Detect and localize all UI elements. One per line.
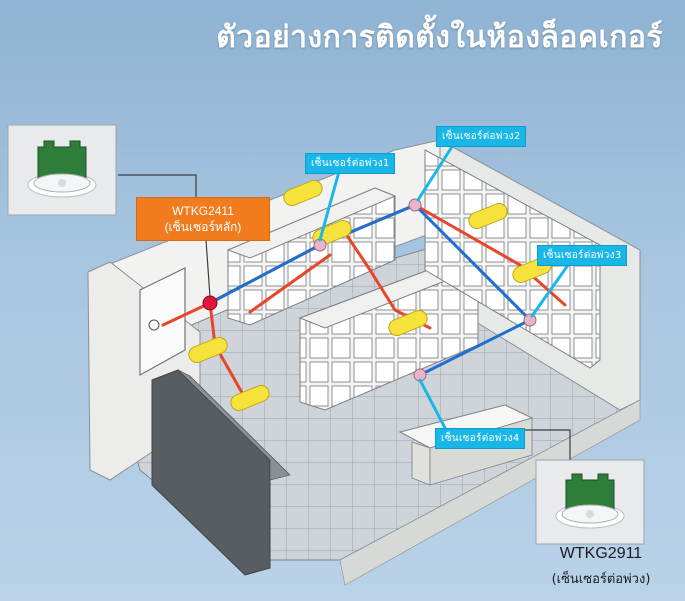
main-sensor-caption: (เซ็นเซอร์หลัก) [164, 220, 242, 234]
slave-sensor-tag-1: เซ็นเซอร์ต่อพ่วง1 [305, 153, 396, 174]
light-fixture [283, 180, 323, 206]
light-fixture [188, 337, 228, 363]
slave-sensor-photo [535, 459, 645, 545]
slave-sensor-tag-3: เซ็นเซอร์ต่อพ่วง3 [537, 245, 628, 266]
signal-wiring [208, 203, 532, 377]
slave-sensor-node-2 [408, 198, 422, 212]
light-fixtures [188, 180, 552, 411]
main-sensor-model: WTKG2411 [172, 204, 234, 218]
main-sensor-node [202, 295, 218, 311]
main-sensor-photo [7, 124, 117, 216]
right-partition [339, 399, 641, 586]
slave-sensor-node-3 [523, 313, 537, 327]
slave-sensor-tag-2: เซ็นเซอร์ต่อพ่วง2 [436, 126, 527, 147]
light-fixture [230, 385, 270, 411]
main-sensor-label: WTKG2411 (เซ็นเซอร์หลัก) [136, 197, 270, 241]
slave-product-caption: (เซ็นเซอร์ต่อพ่วง) [551, 572, 651, 587]
light-fixture [468, 203, 508, 229]
door [139, 267, 186, 377]
light-fixture [388, 310, 428, 336]
slave-product-model: WTKG2911 [559, 545, 643, 562]
slave-sensor-tag-4: เซ็นเซอร์ต่อพ่วง4 [435, 428, 526, 449]
page-title: ตัวอย่างการติดตั้งในห้องล็อคเกอร์ [216, 20, 663, 55]
